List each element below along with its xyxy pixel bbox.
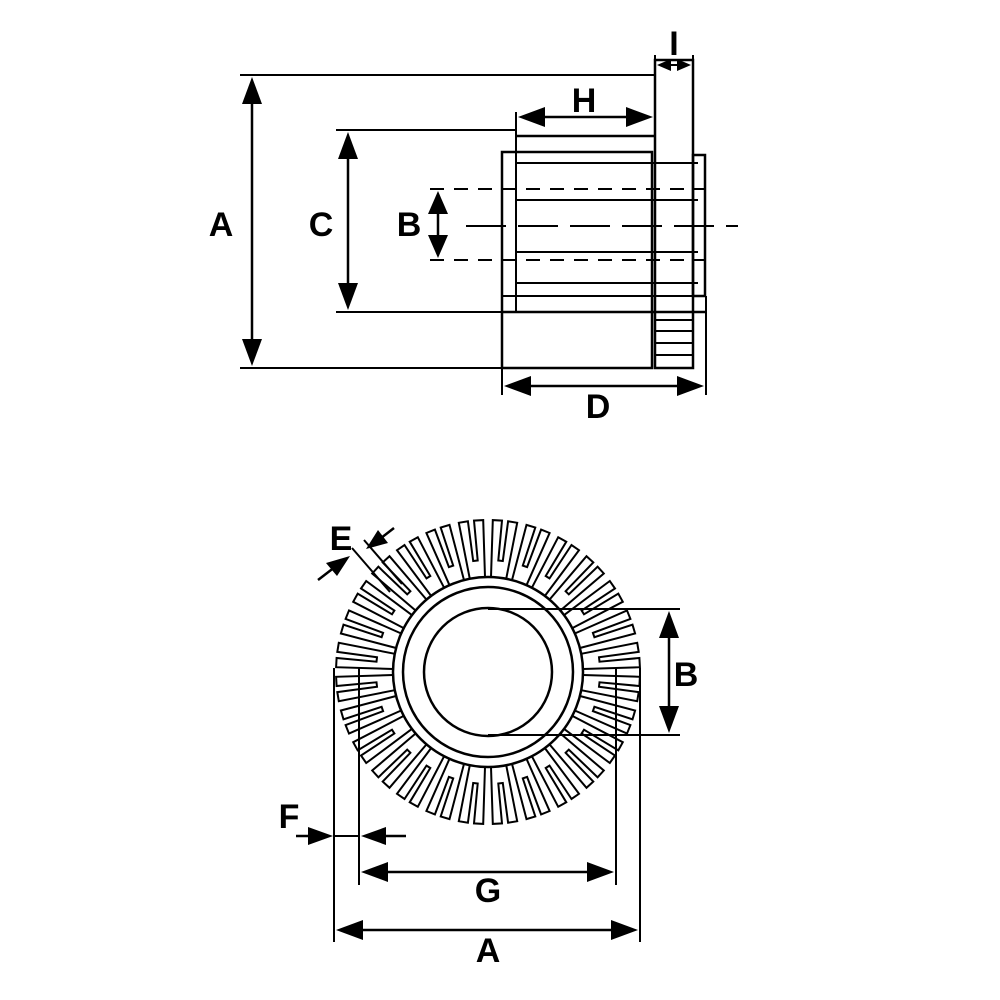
dim-b-front-arrow-bottom: [659, 706, 679, 733]
segment-bar: [370, 732, 428, 790]
dim-g-arrow-left: [361, 862, 388, 882]
dim-a-front-arrow-right: [611, 920, 638, 940]
front-view: B G A F E: [279, 519, 699, 970]
segment-bar: [457, 765, 486, 825]
segment-bar: [511, 758, 551, 821]
segment-bar: [339, 609, 402, 649]
segment-bar: [563, 579, 625, 629]
segment-bar: [490, 765, 519, 825]
segment-bar: [581, 641, 641, 670]
dim-f-label: F: [279, 798, 300, 836]
segment-bar: [531, 747, 581, 809]
segment-bar: [395, 535, 445, 597]
dim-g-arrow-right: [587, 862, 614, 882]
dim-i-label: I: [669, 25, 678, 63]
dim-b-front-arrow-top: [659, 611, 679, 638]
segment-bar: [574, 609, 637, 649]
segment-bar: [457, 519, 486, 579]
segment-bar: [548, 732, 606, 790]
dim-e-label: E: [330, 520, 353, 558]
dim-i-arrow-left: [657, 59, 671, 71]
dim-g-label: G: [475, 872, 501, 910]
dim-e-arrow-1: [326, 556, 350, 576]
dim-a-side-arrow-top: [242, 77, 262, 104]
dim-e-arrow-2: [366, 530, 388, 549]
dim-f-arrow-left: [308, 827, 333, 845]
segment-bar: [574, 695, 637, 735]
dim-e-ext-1: [351, 547, 391, 593]
segment-bar: [581, 674, 641, 703]
dim-b-side-arrow-bottom: [428, 235, 448, 258]
segment-teeth: [335, 519, 641, 825]
dim-b-side-arrow-top: [428, 191, 448, 214]
segment-bar: [531, 535, 581, 597]
riser-teeth: [655, 319, 693, 356]
dim-c-arrow-top: [338, 132, 358, 159]
dim-h-arrow-right: [626, 107, 653, 127]
dim-d-arrow-left: [504, 376, 531, 396]
dim-d-arrow-right: [677, 376, 704, 396]
body-bar-lines: [502, 162, 706, 297]
dim-c-label: C: [309, 206, 334, 244]
dim-i-arrow-right: [677, 59, 691, 71]
segment-bar: [395, 747, 445, 809]
dim-c-arrow-bottom: [338, 283, 358, 310]
segment-bar: [335, 641, 395, 670]
segment-bar: [563, 715, 625, 765]
segment-bar: [425, 523, 465, 586]
riser-outline: [653, 58, 695, 370]
dim-a-side-arrow-bottom: [242, 339, 262, 366]
bore-circle: [422, 606, 554, 738]
hub-outer-ring: [391, 575, 585, 769]
dim-b-front-label: B: [674, 656, 699, 694]
dim-f-arrow-right: [361, 827, 386, 845]
segment-bar: [425, 758, 465, 821]
hub-inner-ring: [401, 585, 575, 759]
dim-a-side-label: A: [209, 206, 234, 244]
segment-bar: [335, 674, 395, 703]
dim-b-side-label: B: [397, 206, 422, 244]
segment-bar: [351, 715, 413, 765]
segment-bar: [548, 554, 606, 612]
segment-bar: [351, 579, 413, 629]
side-view: A C B H I D: [209, 25, 738, 426]
dim-d-label: D: [586, 388, 611, 426]
dim-a-front-label: A: [476, 932, 501, 970]
segment-bar: [339, 695, 402, 735]
dim-a-front-arrow-left: [336, 920, 363, 940]
segment-bar: [490, 519, 519, 579]
dim-h-label: H: [572, 82, 597, 120]
dim-h-arrow-left: [518, 107, 545, 127]
segment-bar: [511, 523, 551, 586]
